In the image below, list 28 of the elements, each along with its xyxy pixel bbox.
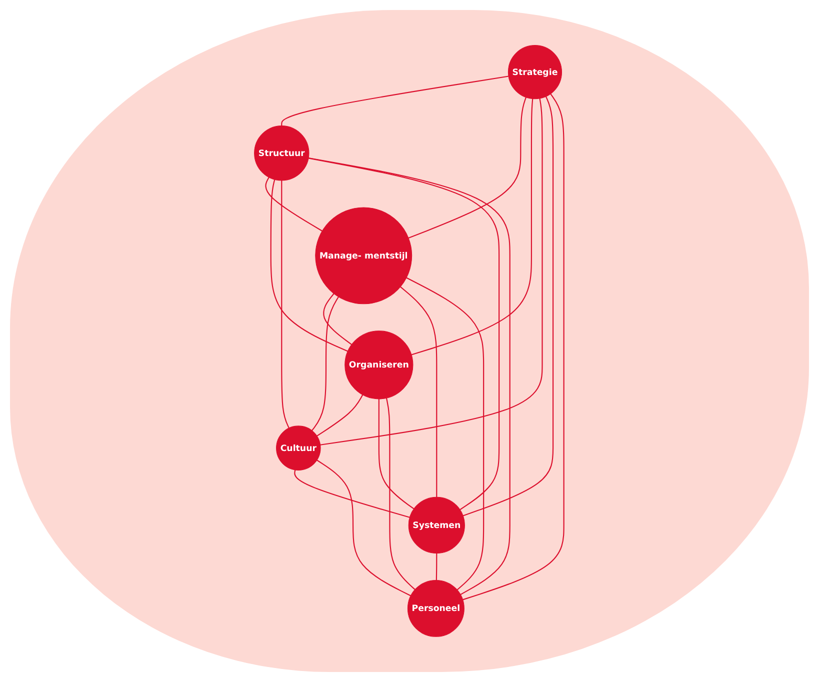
connector: [386, 398, 416, 590]
circle-node: Strategie: [508, 45, 562, 100]
connector: [436, 553, 438, 580]
circle-node: Personeel: [408, 580, 465, 637]
connector: [308, 157, 511, 596]
connector: [463, 94, 565, 600]
connector: [400, 286, 438, 498]
connector: [282, 180, 290, 428]
connector: [312, 296, 340, 431]
connector: [463, 96, 554, 516]
connector: [320, 98, 544, 446]
connector: [294, 470, 410, 518]
circle-node: Manage- mentstijl: [316, 207, 412, 304]
connector: [266, 177, 323, 232]
connector: [270, 179, 348, 352]
circle-node: Organiseren: [345, 330, 414, 400]
connector: [317, 460, 412, 596]
connector: [408, 97, 527, 239]
connector: [282, 76, 510, 126]
connector: [317, 394, 364, 436]
connector: [308, 158, 500, 510]
connector: [406, 277, 485, 590]
circle-node: Cultuur: [276, 426, 322, 470]
connector: [324, 293, 352, 345]
connector: [412, 98, 534, 356]
connector: [378, 398, 415, 510]
circle-node: Systemen: [408, 496, 466, 554]
circle-node: Structuur: [254, 126, 310, 181]
